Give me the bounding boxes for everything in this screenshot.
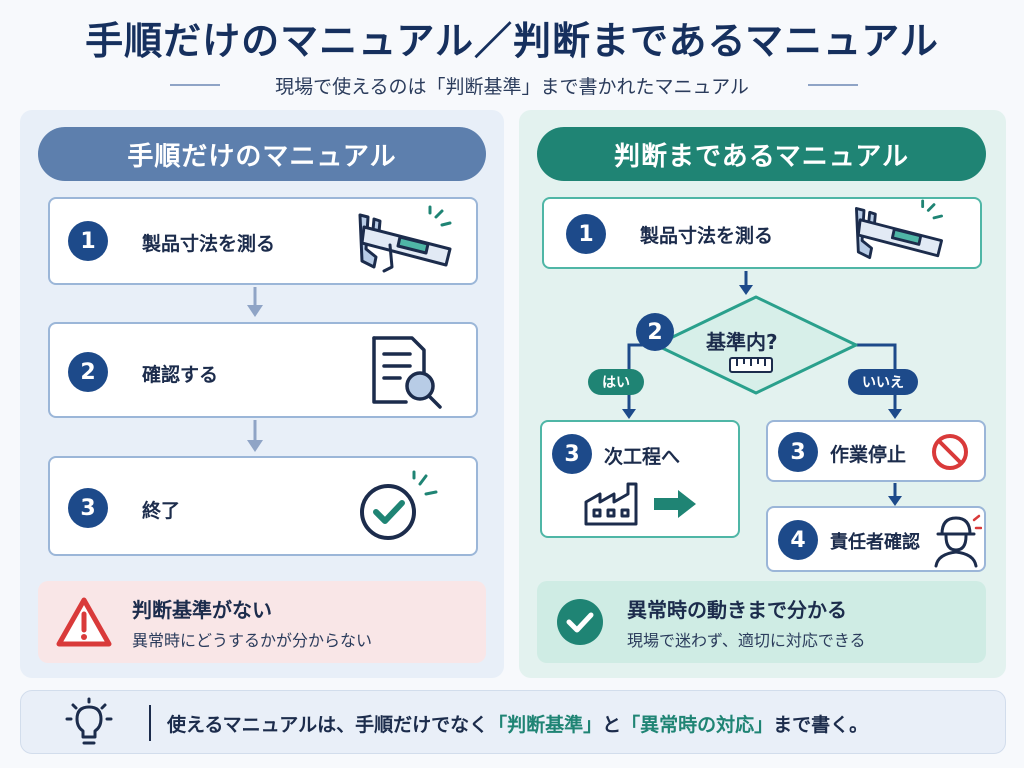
decision-diamond <box>654 295 858 395</box>
step-label: 責任者確認 <box>830 532 920 553</box>
step-label: 次工程へ <box>604 446 681 468</box>
warning-icon <box>56 597 112 647</box>
step-number: 3 <box>552 434 592 474</box>
right-note: 異常時の動きまで分かる 現場で迷わず、適切に対応できる <box>537 581 986 663</box>
yes-branch-label: はい <box>588 369 644 395</box>
note-subtitle: 異常時にどうするかが分からない <box>132 630 373 650</box>
footer-divider <box>149 705 151 741</box>
escalate-step-card: 4 責任者確認 <box>766 506 986 572</box>
footer-banner: 使えるマニュアルは、手順だけでなく「判断基準」と「異常時の対応」まで書く。 <box>20 690 1006 754</box>
document-search-icon <box>372 336 442 409</box>
arrow-down-icon <box>247 420 263 452</box>
note-title: 異常時の動きまで分かる <box>627 597 847 622</box>
left-step-3-card: 3 終了 <box>48 456 478 556</box>
subtitle: 現場で使えるのは「判断基準」まで書かれたマニュアル <box>275 76 749 98</box>
worker-icon <box>934 514 982 568</box>
step-number: 3 <box>778 432 818 472</box>
arrow-down-icon <box>247 287 263 317</box>
caliper-icon <box>855 199 943 260</box>
step-number: 2 <box>68 352 108 392</box>
note-title: 判断基準がない <box>132 597 272 622</box>
step-number: 2 <box>636 313 674 351</box>
step-label: 作業停止 <box>830 444 907 466</box>
left-note: 判断基準がない 異常時にどうするかが分からない <box>38 581 486 663</box>
step-label: 製品寸法を測る <box>142 233 276 255</box>
subtitle-rule-right <box>808 84 858 86</box>
step-number: 1 <box>566 214 606 254</box>
ruler-icon <box>729 357 773 373</box>
left-step-1-card: 1 製品寸法を測る <box>48 197 478 285</box>
subtitle-row: 現場で使えるのは「判断基準」まで書かれたマニュアル <box>0 72 1024 98</box>
footer-text-pre: 使えるマニュアルは、手順だけでなく <box>167 714 489 736</box>
step-label: 製品寸法を測る <box>640 225 774 247</box>
step-label: 終了 <box>142 500 181 522</box>
footer-highlight-criteria: 「判断基準」 <box>488 714 603 736</box>
left-header: 手順だけのマニュアル <box>38 127 486 181</box>
subtitle-rule-left <box>170 84 220 86</box>
step-number: 1 <box>68 221 108 261</box>
footer-message: 使えるマニュアルは、手順だけでなく「判断基準」と「異常時の対応」まで書く。 <box>167 710 868 737</box>
no-step-card: 3 作業停止 <box>766 420 986 482</box>
lightbulb-icon <box>65 697 113 745</box>
right-step-1-card: 1 製品寸法を測る <box>542 197 982 269</box>
left-step-2-card: 2 確認する <box>48 322 478 418</box>
caliper-icon <box>358 205 452 273</box>
check-circle-icon <box>360 470 438 540</box>
footer-text-post: まで書く。 <box>773 714 869 736</box>
footer-highlight-response: 「異常時の対応」 <box>621 714 774 736</box>
stop-icon <box>932 434 968 470</box>
check-icon <box>557 599 603 645</box>
no-branch-label: いいえ <box>848 369 918 395</box>
footer-text-mid: と <box>602 714 622 736</box>
factory-icon <box>584 482 696 526</box>
decision-label: 基準内? <box>706 330 778 354</box>
step-number: 4 <box>778 520 818 560</box>
right-header: 判断まであるマニュアル <box>537 127 986 181</box>
step-label: 確認する <box>142 364 219 386</box>
yes-step-card: 3 次工程へ <box>540 420 740 538</box>
page-title: 手順だけのマニュアル／判断まであるマニュアル <box>85 19 939 63</box>
note-subtitle: 現場で迷わず、適切に対応できる <box>627 630 866 650</box>
step-number: 3 <box>68 488 108 528</box>
